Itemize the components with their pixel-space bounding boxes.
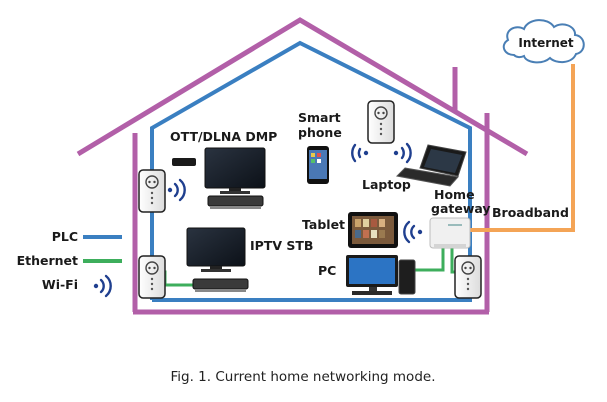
laptop bbox=[395, 144, 467, 187]
plc-adapter-left-upper bbox=[138, 169, 166, 213]
plc-adapter-left-lower bbox=[138, 255, 166, 299]
label-home-gateway-1: Home bbox=[434, 187, 475, 202]
label-broadband: Broadband bbox=[492, 205, 569, 220]
figure-caption: Fig. 1. Current home networking mode. bbox=[171, 369, 436, 385]
laptop-base bbox=[395, 167, 459, 187]
plc-wiring bbox=[150, 40, 472, 302]
legend-label-plc: PLC bbox=[52, 229, 78, 244]
pc-tower bbox=[398, 259, 416, 295]
label-pc: PC bbox=[318, 263, 336, 278]
house-roof bbox=[76, 17, 529, 157]
cloud-icon bbox=[502, 19, 585, 64]
label-smartphone-2: phone bbox=[298, 125, 342, 140]
legend-label-ethernet: Ethernet bbox=[17, 253, 78, 268]
plc-main-loop bbox=[150, 40, 472, 302]
home-gateway-body bbox=[429, 217, 471, 249]
wifi-icon-ott bbox=[167, 178, 186, 202]
smartphone bbox=[307, 146, 329, 184]
label-iptv: IPTV STB bbox=[250, 238, 313, 253]
home-gateway bbox=[429, 217, 471, 249]
label-tablet: Tablet bbox=[302, 217, 345, 232]
ott-box bbox=[207, 195, 264, 207]
plc-adapter-top bbox=[367, 100, 395, 144]
label-ott: OTT/DLNA DMP bbox=[170, 129, 277, 144]
ott-tv bbox=[172, 147, 266, 209]
house-outline bbox=[76, 17, 529, 315]
iptv-stb-box bbox=[192, 278, 249, 290]
label-laptop: Laptop bbox=[362, 177, 411, 192]
iptv-tv-screen bbox=[186, 227, 246, 267]
legend-label-wifi: Wi-Fi bbox=[42, 277, 78, 292]
plc-adapter-right bbox=[454, 255, 482, 299]
label-smartphone-1: Smart bbox=[298, 110, 341, 125]
tablet bbox=[348, 212, 398, 248]
pc-keyboard bbox=[352, 291, 392, 295]
ethernet-pc bbox=[414, 243, 445, 272]
wifi-icon-tablet bbox=[403, 220, 423, 244]
iptv-tv bbox=[186, 227, 249, 292]
legend: PLC Ethernet Wi-Fi bbox=[17, 229, 122, 298]
broadband-line bbox=[468, 64, 575, 232]
pc bbox=[346, 255, 416, 295]
cloud-label: Internet bbox=[518, 36, 573, 50]
ott-tv-screen bbox=[204, 147, 266, 189]
legend-wifi-icon bbox=[93, 274, 112, 298]
internet-cloud: Internet bbox=[502, 19, 585, 64]
wifi-icon-phone bbox=[351, 143, 369, 163]
label-home-gateway-2: gateway bbox=[431, 201, 491, 216]
wifi-icon-laptop bbox=[393, 142, 412, 164]
ott-dongle bbox=[172, 158, 196, 166]
